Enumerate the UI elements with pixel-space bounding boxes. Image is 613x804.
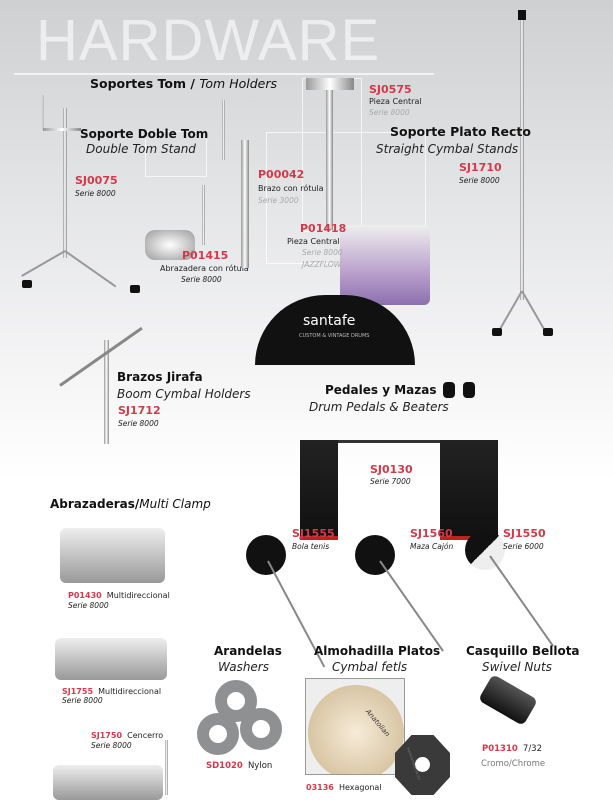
- product-code: P01415: [182, 249, 229, 262]
- product-code: P01418: [300, 222, 347, 235]
- nuts-title: Casquillo Bellota: [466, 644, 580, 658]
- boom-title: Brazos Jirafa: [117, 370, 203, 384]
- product-series: Serie 8000: [459, 176, 500, 185]
- product-desc: Abrazadera con rótula: [160, 264, 249, 273]
- product-series: Serie 8000: [181, 275, 222, 284]
- arm-image: [241, 140, 249, 268]
- clamp-with-ball-joint-image: [145, 230, 195, 260]
- product-desc: Pieza Central: [287, 237, 340, 246]
- drum-tagline: CUSTOM & VINTAGE DRUMS: [299, 333, 370, 339]
- multi-clamp-image: [55, 638, 167, 680]
- product-label: P01430 Multidireccional: [68, 591, 170, 600]
- felts-subtitle: Cymbal fetls: [332, 660, 408, 674]
- product-finish: Cromo/Chrome: [481, 759, 546, 769]
- product-series: Serie 8000: [369, 108, 410, 117]
- product-series: Serie 8000: [68, 601, 109, 610]
- washers-title: Arandelas: [214, 644, 282, 658]
- beater-felt-image: [465, 530, 505, 570]
- product-code: SJ1550: [503, 527, 546, 540]
- product-series: Serie 8000: [118, 419, 159, 428]
- product-label: P01310 7/32: [482, 744, 542, 754]
- boom-holder-image: [104, 340, 109, 444]
- clamps-heading: Abrazaderas/Multi Clamp: [50, 497, 211, 511]
- product-code: SJ0575: [369, 83, 412, 96]
- product-label: SD1020 Nylon: [206, 761, 273, 771]
- swivel-nut-image: [477, 674, 539, 726]
- product-desc: Bola tenis: [292, 542, 330, 551]
- product-desc: Pieza Central: [369, 97, 422, 106]
- product-series: Serie 8000: [91, 741, 132, 750]
- product-code: SJ0075: [75, 174, 118, 187]
- product-code: SJ1560: [410, 527, 453, 540]
- pedals-title: Pedales y Mazas: [325, 383, 437, 397]
- felts-title: Almohadilla Platos: [314, 644, 441, 658]
- tom-drum-image: [340, 225, 430, 305]
- bass-drum-image: santafe CUSTOM & VINTAGE DRUMS: [255, 295, 415, 365]
- center-piece-image: [326, 88, 333, 230]
- pedals-subtitle: Drum Pedals & Beaters: [309, 400, 449, 414]
- washer-image: [197, 713, 239, 755]
- product-series: Serie 3000: [258, 196, 299, 205]
- cymbal-image: Anatolian: [305, 678, 405, 775]
- tom-holders-heading: Soportes Tom / Tom Holders: [90, 76, 277, 91]
- product-code: SJ0130: [370, 463, 413, 476]
- frame-line: [14, 73, 434, 75]
- double-tom-title: Soporte Doble Tom: [80, 127, 209, 141]
- product-code: P00042: [258, 168, 305, 181]
- hardware-title: HARDWARE: [36, 8, 381, 73]
- product-code: SJ1712: [118, 404, 161, 417]
- washers-subtitle: Washers: [218, 660, 269, 674]
- boom-subtitle: Boom Cymbal Holders: [117, 387, 251, 401]
- drum-brand: santafe: [303, 313, 356, 329]
- product-series: Serie 8000: [302, 248, 343, 257]
- cymbal-stand-title: Soporte Plato Recto: [390, 124, 531, 139]
- multi-clamp-image: [60, 528, 165, 583]
- washer-image: [240, 708, 282, 750]
- product-desc: Serie 6000: [503, 542, 544, 551]
- hexagonal-felt-image: www.ortola-sa.es: [395, 735, 450, 795]
- product-series: Serie 8000: [75, 189, 116, 198]
- product-code: SJ1555: [292, 527, 335, 540]
- double-tom-subtitle: Double Tom Stand: [86, 142, 196, 156]
- frame-box: [145, 131, 207, 177]
- product-desc: Maza Cajón: [410, 542, 454, 551]
- product-label: SJ1750 Cencerro: [91, 731, 164, 740]
- product-code: SJ1710: [459, 161, 502, 174]
- beater-tennis-ball-image: [246, 535, 286, 575]
- product-desc: Brazo con rótula: [258, 184, 324, 193]
- product-series-2: JAZZFLOW: [302, 260, 342, 269]
- product-series: Serie 8000: [62, 696, 103, 705]
- beater-cajon-image: [355, 535, 395, 575]
- nuts-subtitle: Swivel Nuts: [482, 660, 552, 674]
- cowbell-clamp-image: [53, 765, 163, 800]
- product-series: Serie 7000: [370, 477, 411, 486]
- product-label: SJ1755 Multidireccional: [62, 687, 162, 696]
- product-label: 03136 Hexagonal: [306, 783, 382, 792]
- cymbal-stand-subtitle: Straight Cymbal Stands: [376, 142, 519, 156]
